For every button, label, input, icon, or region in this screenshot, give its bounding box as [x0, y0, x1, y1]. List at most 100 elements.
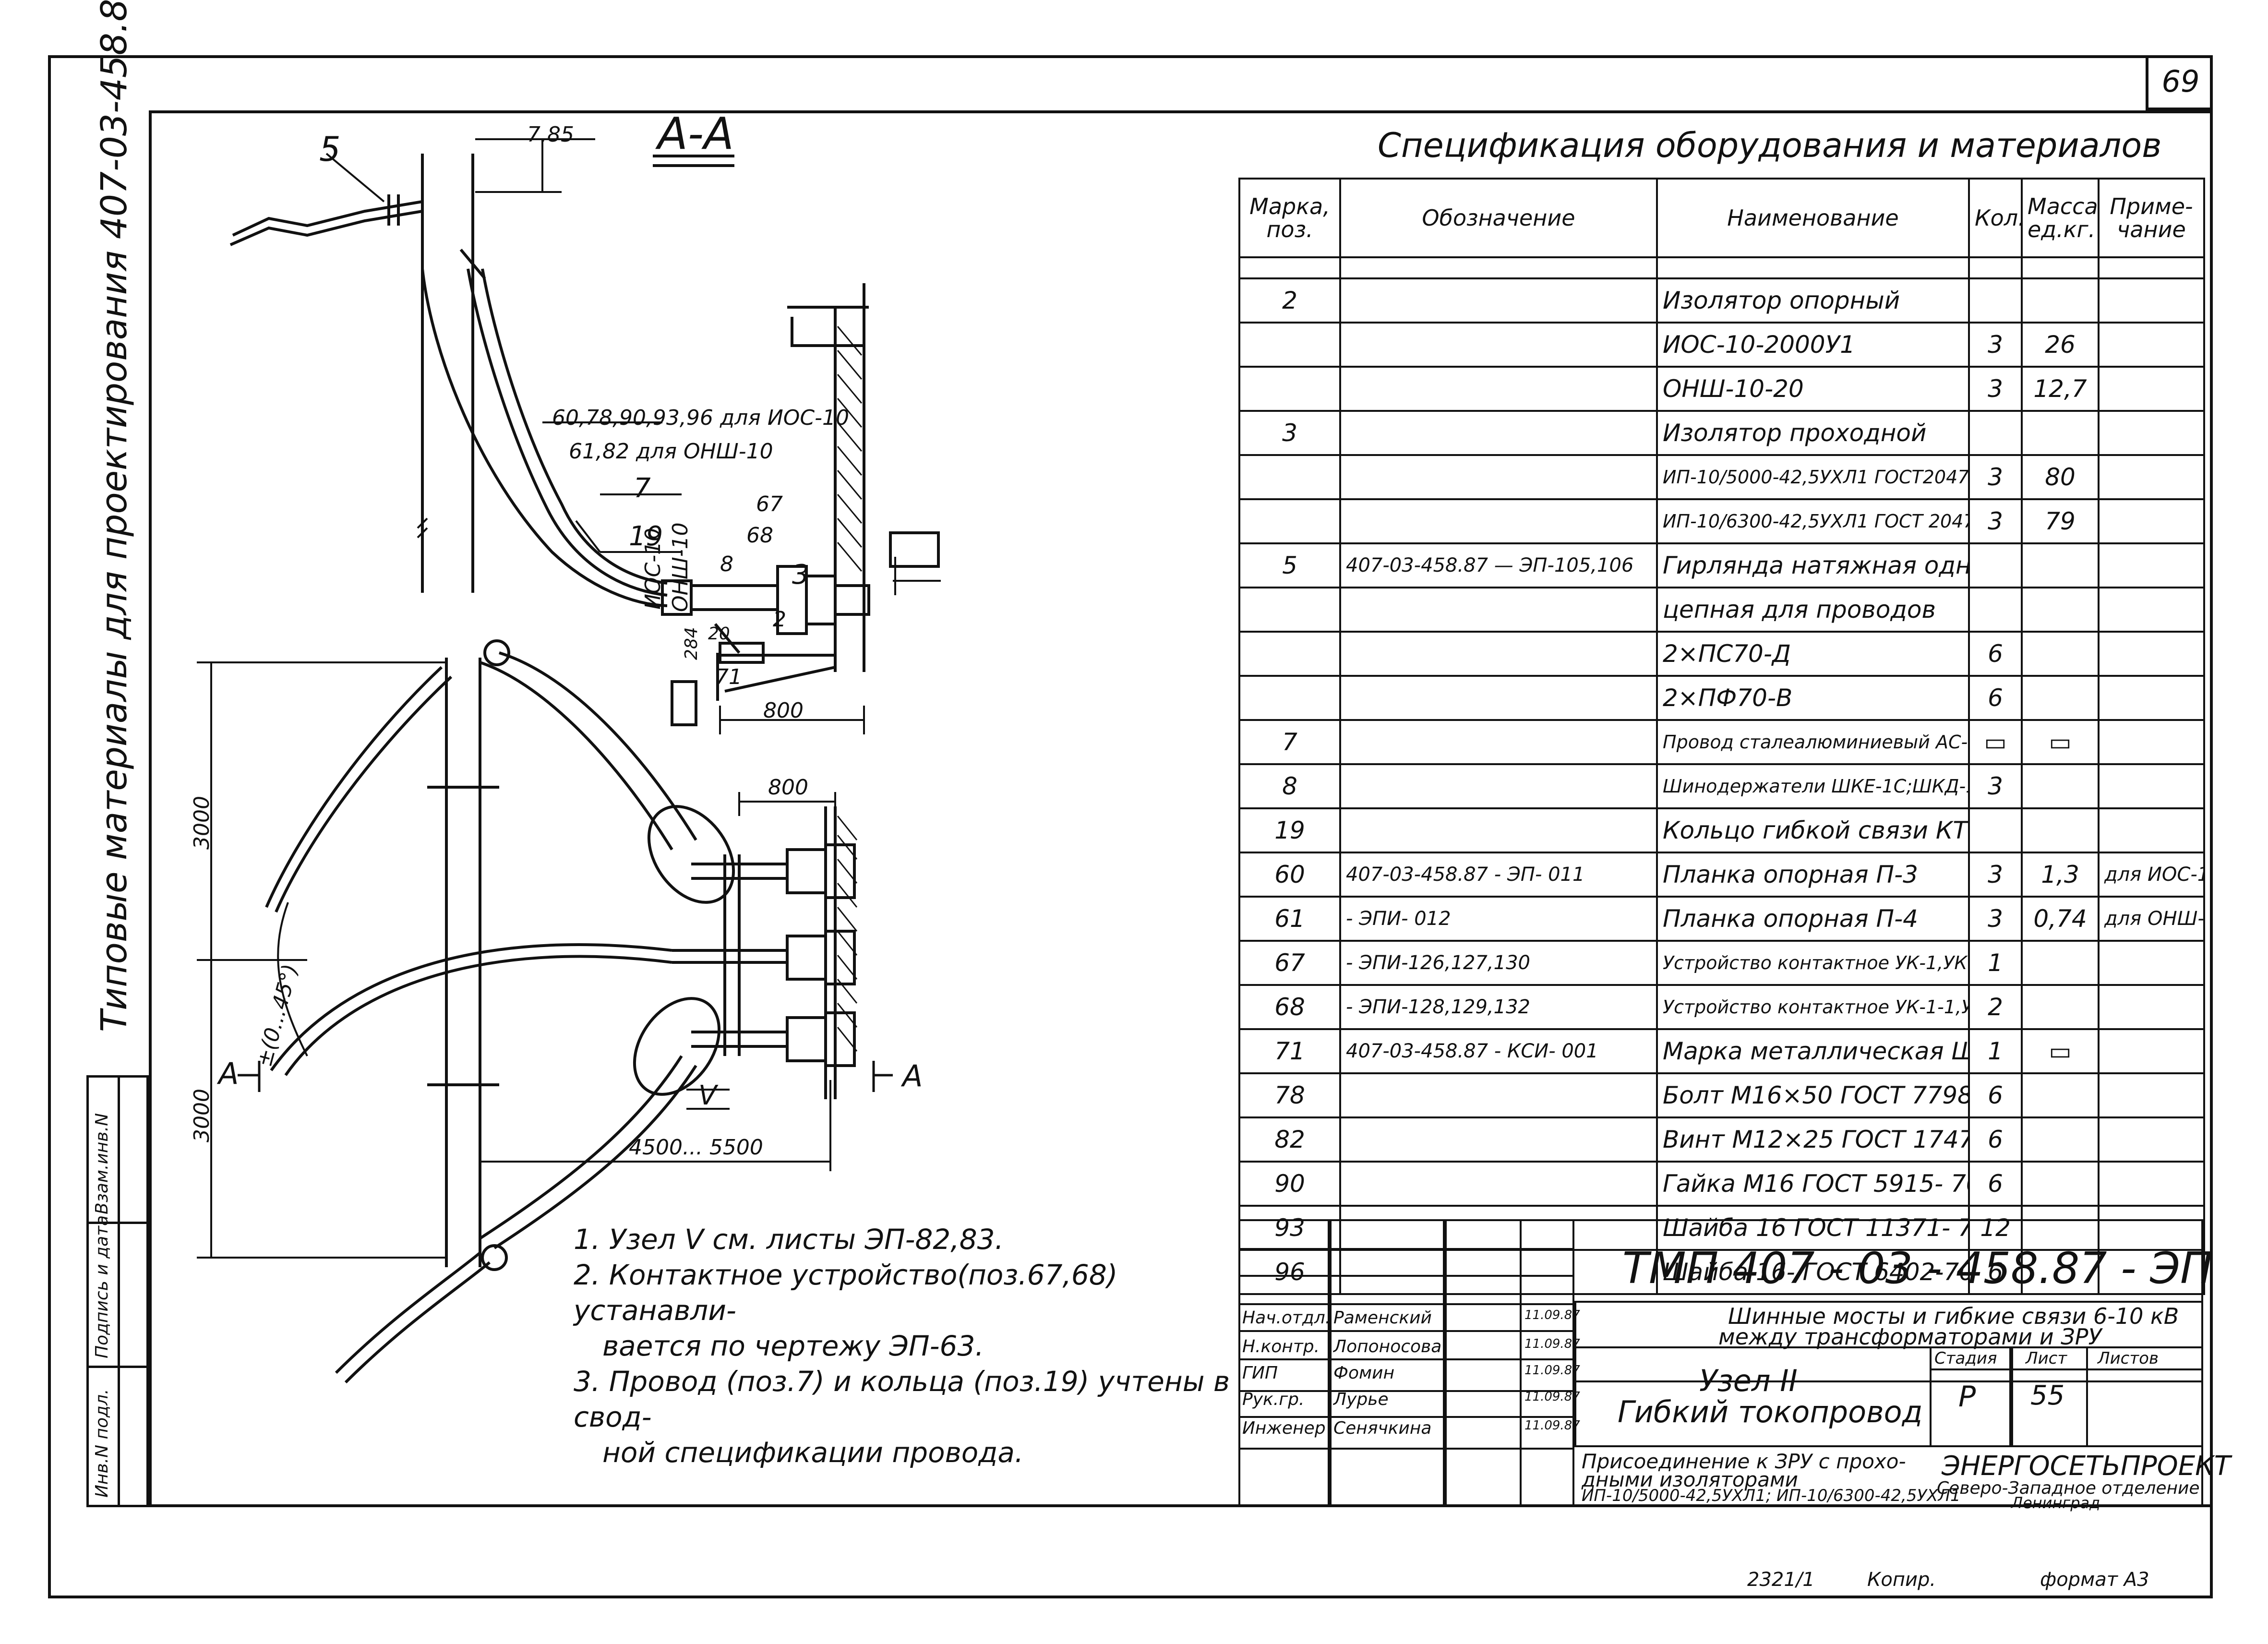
section-mark: А [902, 1058, 923, 1093]
spec-cell-name: Устройство контактное УК-1,УК-2 [1656, 940, 1970, 986]
spec-cell-name: Изолятор проходной [1656, 410, 1970, 456]
title-block-grid [1930, 1346, 2203, 1370]
spec-cell-qty: 3 [1968, 896, 2023, 942]
spec-cell-designation [1339, 498, 1658, 544]
spec-cell-pos: 60 [1238, 852, 1341, 898]
spec-cell-mass [2021, 542, 2100, 588]
spec-cell-mass [2021, 587, 2100, 633]
dim-label: 3000 [190, 796, 214, 850]
signature-role: Нач.отдл. [1242, 1308, 1331, 1328]
spec-cell-name: Гирлянда натяжная одно- [1656, 542, 1970, 588]
dim-label: 7.85 [527, 122, 574, 147]
spec-cell-designation: - ЭПИ-128,129,132 [1339, 984, 1658, 1030]
spec-cell-pos [1238, 322, 1341, 368]
position-label: 8 [720, 552, 733, 576]
title-block-grid [1238, 1358, 1574, 1392]
stage-value: Р [1958, 1380, 1976, 1414]
spec-cell-mass [2021, 940, 2100, 986]
spec-cell-note [2098, 498, 2205, 544]
spec-cell-qty: 2 [1968, 984, 2023, 1030]
spec-row: ИП-10/5000-42,5УХЛ1 ГОСТ20479-79380 [1238, 454, 2205, 500]
spec-cell-designation [1339, 807, 1658, 853]
spec-cell-pos: 67 [1238, 940, 1341, 986]
spec-cell-mass [2021, 410, 2100, 456]
spec-cell-pos: 68 [1238, 984, 1341, 1030]
spec-cell-pos: 82 [1238, 1116, 1341, 1163]
spec-cell-designation: 407-03-458.87 - КСИ- 001 [1339, 1028, 1658, 1074]
spec-cell-pos: 3 [1238, 410, 1341, 456]
spec-cell-name: цепная для проводов [1656, 587, 1970, 633]
spec-cell-mass: 26 [2021, 322, 2100, 368]
spec-cell-name: ИП-10/5000-42,5УХЛ1 ГОСТ20479-79 [1656, 454, 1970, 500]
signature-role: Н.контр. [1242, 1337, 1320, 1356]
organization-name: ЭНЕРГОСЕТЬПРОЕКТ [1942, 1451, 2231, 1482]
insulator-label: ИОС-10 [641, 528, 665, 610]
spec-cell-name: Шайба 16 ГОСТ 11371- 78* [1656, 1205, 1970, 1251]
spec-cell-note [2098, 719, 2205, 765]
spec-cell-mass [2021, 1205, 2100, 1251]
spec-cell-qty: 3 [1968, 498, 2023, 544]
strip-divider [118, 1078, 120, 1505]
strip-divider [89, 1366, 146, 1368]
spec-cell-name: ОНШ-10-20 [1656, 366, 1970, 412]
spec-row: 3 Изолятор проходной [1238, 410, 2205, 456]
spec-cell-mass [2021, 1116, 2100, 1163]
spec-cell-mass: ▭ [2021, 719, 2100, 765]
spec-cell-qty: 6 [1968, 1161, 2023, 1207]
position-label: 67 [756, 492, 783, 516]
spec-cell [1238, 256, 1341, 279]
spec-cell-pos: 96 [1238, 1249, 1341, 1295]
spec-header: Масса ед.кг. [2021, 178, 2100, 258]
spec-cell-note [2098, 277, 2205, 324]
strip-divider [89, 1222, 146, 1224]
signature-name: Раменский [1333, 1308, 1432, 1328]
spec-cell-pos [1238, 366, 1341, 412]
description: ИП-10/5000-42,5УХЛ1; ИП-10/6300-42,5УХЛ1 [1582, 1486, 1961, 1505]
spec-cell-pos: 78 [1238, 1072, 1341, 1118]
description: Присоединение к ЗРУ с прохо- [1582, 1450, 1906, 1473]
spec-cell-note [2098, 366, 2205, 412]
signature-name: Сенячкина [1333, 1418, 1432, 1438]
sheet-number: 69 [2146, 55, 2213, 110]
position-label: 19 [629, 521, 663, 552]
spec-cell-note [2098, 1028, 2205, 1074]
spec-cell-mass: ▭ [2021, 1028, 2100, 1074]
spec-cell-designation [1339, 587, 1658, 633]
spec-cell-pos: 2 [1238, 277, 1341, 324]
spec-cell-name: 2×ПФ70-В [1656, 675, 1970, 721]
spec-cell-note: для ИОС-10 [2098, 852, 2205, 898]
spec-cell [2021, 256, 2100, 279]
spec-cell-pos [1238, 587, 1341, 633]
spec-cell-pos: 93 [1238, 1205, 1341, 1251]
section-mark: А [218, 1056, 239, 1091]
spec-cell-mass [2021, 984, 2100, 1030]
spec-cell-designation: - ЭПИ-126,127,130 [1339, 940, 1658, 986]
spec-cell-name: Шинодержатели ШКЕ-1С;ШКД-1С [1656, 763, 1970, 809]
spec-cell-designation [1339, 1249, 1658, 1295]
spec-cell-mass: 12,7 [2021, 366, 2100, 412]
spec-cell-name: Планка опорная П-4 [1656, 896, 1970, 942]
spec-cell-mass [2021, 1249, 2100, 1295]
spec-cell-designation [1339, 719, 1658, 765]
spec-row: ИП-10/6300-42,5УХЛ1 ГОСТ 20479-79379 [1238, 498, 2205, 544]
section-label: А-А [658, 108, 734, 159]
spec-header: Наименование [1656, 178, 1970, 258]
spec-cell-mass [2021, 1161, 2100, 1207]
spec-cell-designation [1339, 631, 1658, 677]
signature-date: 11.09.87 [1524, 1418, 1580, 1433]
title-block-grid [1238, 1303, 1574, 1332]
note-line: вается по чертежу ЭП-63. [602, 1330, 984, 1362]
node-label: V [698, 1080, 717, 1111]
spec-cell-designation [1339, 1161, 1658, 1207]
spec-cell [1339, 256, 1658, 279]
